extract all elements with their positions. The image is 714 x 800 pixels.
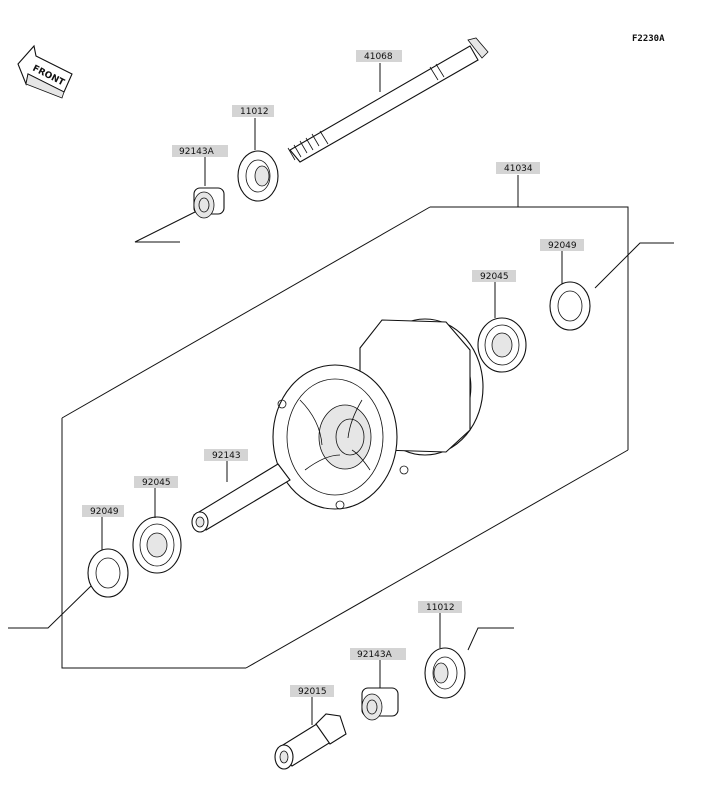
bearing-right-part: [477, 317, 527, 373]
part-label-seal-bottom: 11012: [426, 603, 455, 613]
leader-top-left: [134, 211, 196, 243]
leader-bottom-right: [467, 627, 514, 651]
seal-bottom-part: [424, 647, 466, 699]
axle-part: [287, 37, 489, 163]
collar-top-part: [193, 187, 225, 219]
oil-seal-right-part: [549, 281, 591, 331]
part-label-bearing-right: 92045: [480, 272, 509, 282]
part-label-oil-seal-left: 92049: [90, 507, 119, 517]
part-label-oil-seal-right: 92049: [548, 241, 577, 251]
bearing-left-part: [132, 516, 182, 574]
part-label-seal-top: 11012: [240, 107, 269, 117]
part-label-collar-bottom: 92143A: [357, 650, 393, 660]
leader-right: [594, 242, 674, 289]
wheel-hub-part: [272, 318, 484, 510]
part-label-axle: 41068: [364, 52, 393, 62]
part-label-axle-nut: 92015: [298, 687, 327, 697]
part-label-bearing-left: 92045: [142, 478, 171, 488]
seal-top-part: [237, 150, 279, 202]
diagram-ref-code: F2230A: [632, 34, 665, 44]
part-label-hub-assembly: 41034: [504, 164, 533, 174]
oil-seal-left-part: [87, 548, 129, 598]
leader-bottom-left: [8, 584, 93, 629]
front-direction-arrow-icon: FRONT: [17, 44, 73, 99]
part-label-spacer: 92143: [212, 451, 241, 461]
collar-bottom-part: [361, 687, 399, 721]
part-label-collar-top: 92143A: [179, 147, 215, 157]
hub-assembly-outline: [61, 175, 629, 669]
spacer-part: [191, 463, 291, 533]
axle-nut-part: [274, 713, 347, 770]
